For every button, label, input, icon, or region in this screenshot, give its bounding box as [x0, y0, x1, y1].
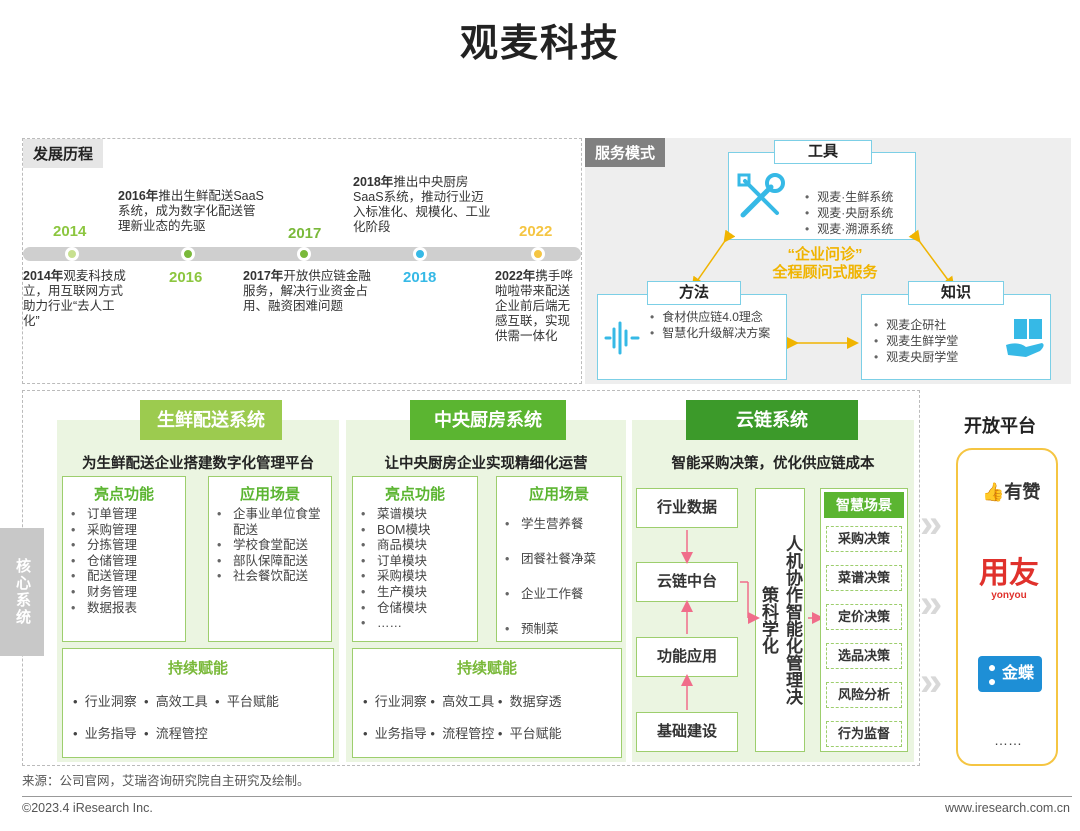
- timeline-dot-2016: [181, 247, 195, 261]
- year-2017: 2017: [288, 225, 322, 242]
- source-note: 来源：公司官网，艾瑞咨询研究院自主研究及绘制。: [22, 774, 310, 788]
- fresh-system-subtitle: 为生鲜配送企业搭建数字化管理平台: [82, 456, 314, 472]
- smart-scene-selection: 选品决策: [826, 643, 902, 669]
- cloud-system-subtitle: 智能采购决策，优化供应链成本: [671, 456, 875, 472]
- smart-scene-pricing: 定价决策: [826, 604, 902, 630]
- cloud-stack-applications: 功能应用: [636, 637, 738, 677]
- year-2022: 2022: [519, 223, 553, 240]
- cloud-middle-vertical: 人机协作智能化管理决策科学化: [755, 488, 805, 752]
- cloud-stack-infrastructure: 基础建设: [636, 712, 738, 752]
- service-center-label: “企业问诊” 全程顾问式服务: [772, 246, 878, 281]
- event-2022: 2022年携手哗啦啦带来配送企业前后端无感互联，实现供需一体化: [495, 269, 573, 343]
- fresh-capability-box: 持续赋能 • 行业洞察 • 高效工具 • 平台赋能 • 业务指导 • 流程管控: [62, 648, 334, 758]
- kitchen-capability-title: 持续赋能: [456, 660, 517, 677]
- service-arrows: [691, 229, 955, 349]
- event-2016: 2016年推出生鲜配送SaaS系统，成为数字化配送管理新业态的先驱: [118, 189, 264, 233]
- service-model-panel: 服务模式 观麦·生鲜系统 观麦·央厨系统 观麦·溯源系统 工具 “企业问诊” 全…: [585, 138, 1071, 384]
- chevron-right-icon: »: [920, 582, 943, 626]
- cloud-arrows: [681, 530, 824, 710]
- method-list: 食材供应链4.0理念 智慧化升级解决方案: [650, 309, 782, 341]
- kitchen-capability-row2: • 业务指导 • 流程管控 • 平台赋能: [363, 726, 562, 741]
- youzan-logo: 👍有赞: [982, 482, 1041, 502]
- timeline-dot-2018: [413, 247, 427, 261]
- kitchen-system-subtitle: 让中央厨房企业实现精细化运营: [384, 456, 588, 472]
- open-platform-title: 开放平台: [964, 416, 1036, 436]
- method-box: 食材供应链4.0理念 智慧化升级解决方案: [597, 294, 787, 380]
- section-label-service: 服务模式: [585, 138, 666, 167]
- tools-icon: [735, 171, 787, 223]
- kitchen-capability-row1: • 行业洞察 • 高效工具 • 数据穿透: [363, 694, 562, 709]
- cloud-system-title: 云链系统: [686, 400, 858, 440]
- kitchen-features-box: 亮点功能 菜谱模块BOM模块商品模块订单模块采购模块生产模块仓储模块……: [352, 476, 478, 642]
- cloud-stack-industry-data: 行业数据: [636, 488, 738, 528]
- copyright: ©2023.4 iResearch Inc.: [22, 801, 153, 815]
- tools-list: 观麦·生鲜系统 观麦·央厨系统 观麦·溯源系统: [805, 189, 893, 237]
- kitchen-capability-box: 持续赋能 • 行业洞察 • 高效工具 • 数据穿透 • 业务指导 • 流程管控 …: [352, 648, 622, 758]
- cloud-stack-middle-platform: 云链中台: [636, 562, 738, 602]
- kitchen-scenes-list: 学生营养餐团餐社餐净菜企业工作餐预制菜: [503, 507, 596, 647]
- section-label-history: 发展历程: [23, 139, 104, 168]
- tools-title: 工具: [774, 140, 872, 164]
- smart-scene-behavior: 行为监督: [826, 721, 902, 747]
- page-title: 观麦科技: [459, 23, 620, 65]
- fresh-system-title: 生鲜配送系统: [140, 400, 282, 440]
- kitchen-scenes-box: 应用场景 学生营养餐团餐社餐净菜企业工作餐预制菜: [496, 476, 622, 647]
- kitchen-features-list: 菜谱模块BOM模块商品模块订单模块采购模块生产模块仓储模块……: [359, 507, 430, 632]
- smart-scenes-title: 智慧场景: [824, 492, 904, 518]
- book-hand-icon: [1004, 315, 1048, 364]
- website-link[interactable]: www.iresearch.com.cn: [944, 801, 1070, 815]
- chevron-right-icon: »: [920, 502, 943, 546]
- footer-divider: [22, 796, 1072, 797]
- kitchen-features-title: 亮点功能: [384, 486, 445, 503]
- chevron-right-icon: »: [920, 660, 943, 704]
- more-platforms: ……: [994, 732, 1022, 748]
- kingdee-logo: ● ● 金蝶: [978, 656, 1042, 692]
- kitchen-system-title: 中央厨房系统: [410, 400, 566, 440]
- kitchen-scenes-title: 应用场景: [528, 486, 589, 503]
- event-2014: 2014年观麦科技成立，用互联网方式助力行业“去人工化”: [23, 269, 126, 328]
- fresh-features-title: 亮点功能: [93, 486, 154, 503]
- knowledge-title: 知识: [908, 281, 1004, 305]
- method-title: 方法: [647, 281, 741, 305]
- smart-scene-procurement: 采购决策: [826, 526, 902, 552]
- timeline-dot-2022: [531, 247, 545, 261]
- year-2016: 2016: [169, 269, 203, 286]
- open-platform-box: 👍有赞 用友 yonyou ● ● 金蝶 ……: [956, 448, 1058, 766]
- development-history-panel: 发展历程 2014 2016 2017 2018 2022 2014年观麦科技成…: [22, 138, 582, 384]
- timeline-dot-2017: [297, 247, 311, 261]
- yonyou-logo: 用友 yonyou: [979, 557, 1039, 602]
- fresh-scenes-box: 应用场景 企事业单位食堂配送学校食堂配送部队保障配送社会餐饮配送: [208, 476, 332, 642]
- fresh-capability-title: 持续赋能: [167, 660, 228, 677]
- year-2018: 2018: [403, 269, 437, 286]
- thumbs-up-icon: 👍: [982, 482, 1005, 502]
- fresh-capability-row1: • 行业洞察 • 高效工具 • 平台赋能: [73, 694, 279, 709]
- fresh-capability-row2: • 业务指导 • 流程管控: [73, 726, 208, 741]
- smart-scene-recipe: 菜谱决策: [826, 565, 902, 591]
- event-2018: 2018年推出中央厨房SaaS系统，推动行业迈入标准化、规模化、工业化阶段: [353, 175, 491, 234]
- fresh-features-box: 亮点功能 订单管理采购管理分拣管理仓储管理配送管理财务管理数据报表: [62, 476, 186, 642]
- knowledge-list: 观麦企研社 观麦生鲜学堂 观麦央厨学堂: [874, 317, 958, 365]
- timeline-dot-2014: [65, 247, 79, 261]
- fresh-scenes-list: 企事业单位食堂配送学校食堂配送部队保障配送社会餐饮配送: [215, 507, 325, 585]
- smart-scene-risk: 风险分析: [826, 682, 902, 708]
- year-2014: 2014: [53, 223, 87, 240]
- fresh-scenes-title: 应用场景: [239, 486, 300, 503]
- knowledge-box: 观麦企研社 观麦生鲜学堂 观麦央厨学堂: [861, 294, 1051, 380]
- waveform-icon: [602, 321, 642, 360]
- fresh-features-list: 订单管理采购管理分拣管理仓储管理配送管理财务管理数据报表: [69, 507, 137, 616]
- kingdee-dots-icon: ● ●: [984, 659, 997, 689]
- event-2017: 2017年开放供应链金融服务，解决行业资金占用、融资困难问题: [243, 269, 371, 313]
- core-systems-side-label: 核心系统: [0, 528, 44, 656]
- tools-box: 观麦·生鲜系统 观麦·央厨系统 观麦·溯源系统: [728, 152, 916, 240]
